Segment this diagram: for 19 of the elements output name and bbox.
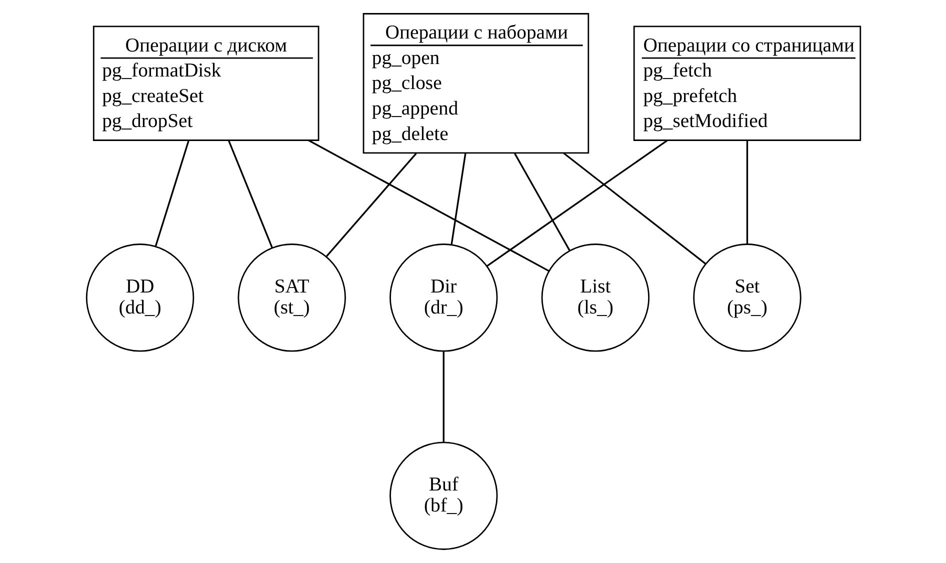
node-circle: Set (ps_) xyxy=(692,244,801,352)
node-box: Операции со страницами pg_fetch pg_prefetch pg_setModified xyxy=(632,26,861,141)
node-circle: Buf (bf_) xyxy=(389,442,498,550)
connector xyxy=(154,140,190,247)
connector xyxy=(746,140,748,244)
connector xyxy=(486,140,668,267)
connector xyxy=(442,351,444,442)
connector xyxy=(514,152,570,251)
connector xyxy=(326,152,416,257)
connector xyxy=(562,152,706,265)
node-box: Операции с наборами pg_open pg_close pg_append pg_delete xyxy=(362,13,589,154)
node-circle: Dir (dr_) xyxy=(389,244,498,352)
node-box: Операции с диском pg_formatDisk pg_createSet pg_dropSet xyxy=(92,26,319,141)
node-circle: List (ls_) xyxy=(540,244,650,352)
connector xyxy=(227,140,272,248)
node-circle: SAT (st_) xyxy=(237,244,346,352)
connector xyxy=(450,153,466,245)
connector xyxy=(307,140,549,272)
node-circle: DD (dd_) xyxy=(85,244,194,352)
